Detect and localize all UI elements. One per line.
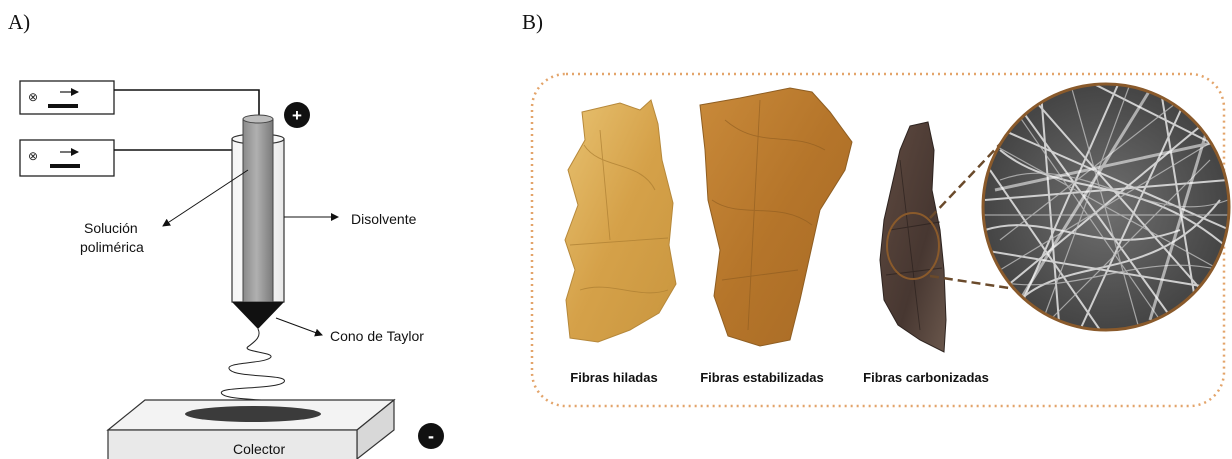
caption-carbonized-fibers: Fibras carbonizadas (863, 370, 989, 385)
taylor-cone-arrow (276, 318, 322, 335)
wire-inner (114, 90, 259, 118)
power-supply-1: ⊗ (20, 81, 114, 114)
collector-label: Colector (233, 441, 285, 457)
fiber-deposit (185, 406, 321, 422)
coaxial-needle (232, 115, 284, 329)
sample-stabilized-fibers (700, 88, 852, 346)
solvent-label: Disolvente (351, 211, 417, 227)
sample-carbonized-fibers (880, 122, 946, 352)
positive-sign: + (292, 106, 302, 125)
taylor-cone-shape (232, 302, 284, 329)
caption-stabilized-fibers: Fibras estabilizadas (700, 370, 824, 385)
taylor-cone-label: Cono de Taylor (330, 328, 424, 344)
sem-micrograph (980, 80, 1230, 335)
power-supply-2: ⊗ (20, 140, 114, 176)
solution-label-line1: Solución (84, 220, 138, 236)
negative-sign: - (428, 426, 434, 446)
solution-label-line2: polimérica (80, 239, 144, 255)
sample-spun-fibers (565, 100, 676, 342)
power-supply-symbol-icon: ⊗ (28, 149, 38, 163)
caption-spun-fibers: Fibras hiladas (570, 370, 657, 385)
power-supply-symbol-icon: ⊗ (28, 90, 38, 104)
